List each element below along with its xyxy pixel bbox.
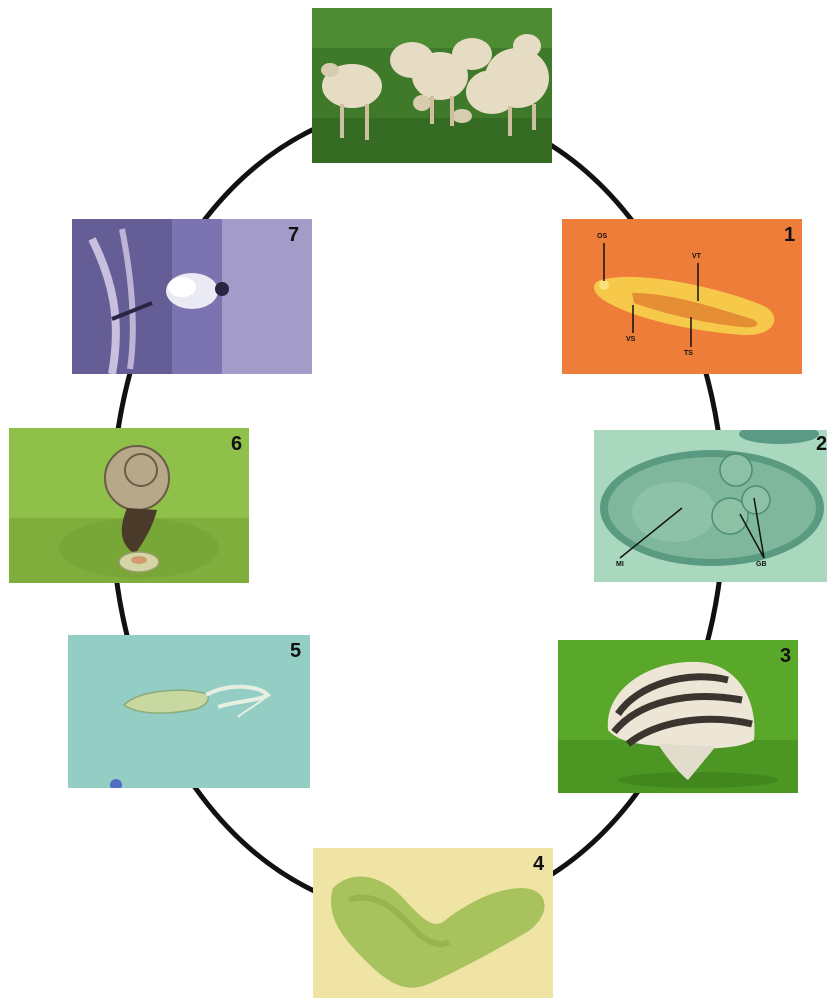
sporocyst-photo [313,848,553,998]
cercaria-photo [68,635,310,788]
sporocyst-panel: 4 [313,848,553,998]
os-label: OS [597,233,607,240]
sheep-photo [312,8,552,163]
stage-number-3: 3 [780,646,791,666]
slimeball-photo [9,428,249,583]
egg-panel: MI GB 2 [594,430,827,582]
adult-fluke-photo [562,219,802,374]
cercaria-panel: 5 [68,635,310,788]
stage-number-5: 5 [290,641,301,661]
ant-panel: 7 [72,219,312,374]
stage-number-1: 1 [784,225,795,245]
stage-number-7: 7 [288,225,299,245]
sheep-photo-panel [312,8,552,163]
ant-photo [72,219,312,374]
egg-photo [594,430,827,582]
vt-label: VT [692,253,701,260]
stage-number-4: 4 [533,854,544,874]
slimeball-panel: 6 [9,428,249,583]
gb-label: GB [756,561,767,568]
snail-panel: 3 [558,640,798,793]
stage-number-2: 2 [816,434,827,454]
snail-photo [558,640,798,793]
mi-label: MI [616,561,624,568]
ts-label: TS [684,350,693,357]
stage-number-6: 6 [231,434,242,454]
vs-label: VS [626,336,635,343]
adult-fluke-panel: OS VT VS TS 1 [562,219,802,374]
